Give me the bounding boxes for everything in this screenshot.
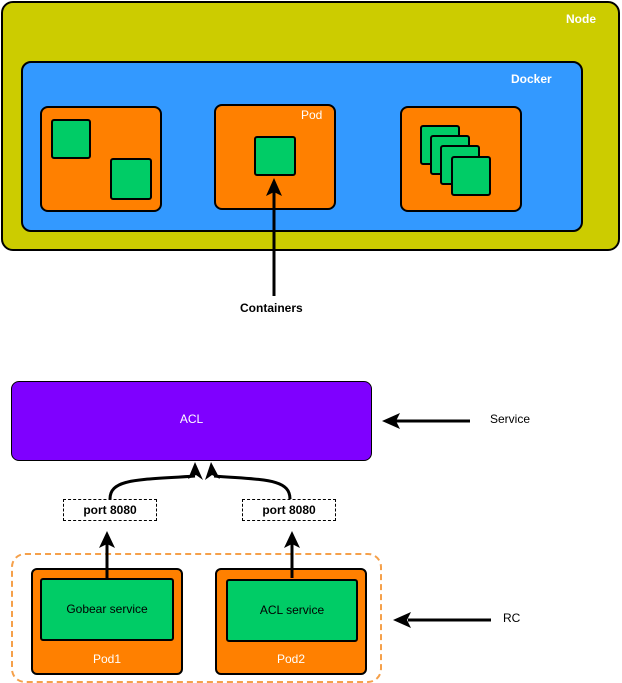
container-3d bbox=[451, 156, 491, 196]
port2-acl-curve bbox=[213, 474, 292, 500]
pod2-label: Pod2 bbox=[276, 652, 306, 666]
docker-label: Docker bbox=[511, 72, 552, 86]
port1-acl-arrowhead bbox=[188, 462, 203, 480]
container-1b bbox=[110, 158, 152, 200]
pod1-label: Pod1 bbox=[92, 652, 122, 666]
containers-arrowhead bbox=[266, 178, 282, 196]
port2-acl-arrowhead bbox=[205, 462, 220, 480]
pod-label: Pod bbox=[301, 108, 323, 122]
container-2 bbox=[254, 136, 296, 176]
container-1a bbox=[51, 119, 91, 159]
service-arrowhead bbox=[382, 413, 400, 429]
acl-box bbox=[11, 381, 372, 461]
gobear-service-box: Gobear service bbox=[40, 578, 174, 641]
service-label: Service bbox=[490, 412, 531, 426]
pod2-port-arrowhead bbox=[284, 531, 300, 548]
containers-label: Containers bbox=[240, 301, 303, 315]
port-box-1: port 8080 bbox=[63, 499, 157, 521]
acl-label: ACL bbox=[179, 412, 204, 426]
rc-group-box bbox=[11, 553, 382, 683]
port-box-2: port 8080 bbox=[242, 499, 336, 521]
node-label: Node bbox=[566, 12, 596, 26]
rc-arrowhead bbox=[393, 612, 411, 628]
rc-label: RC bbox=[503, 611, 521, 625]
acl-service-box: ACL service bbox=[226, 579, 358, 642]
pod1-port-arrowhead bbox=[99, 531, 115, 548]
port1-acl-curve bbox=[108, 474, 196, 500]
